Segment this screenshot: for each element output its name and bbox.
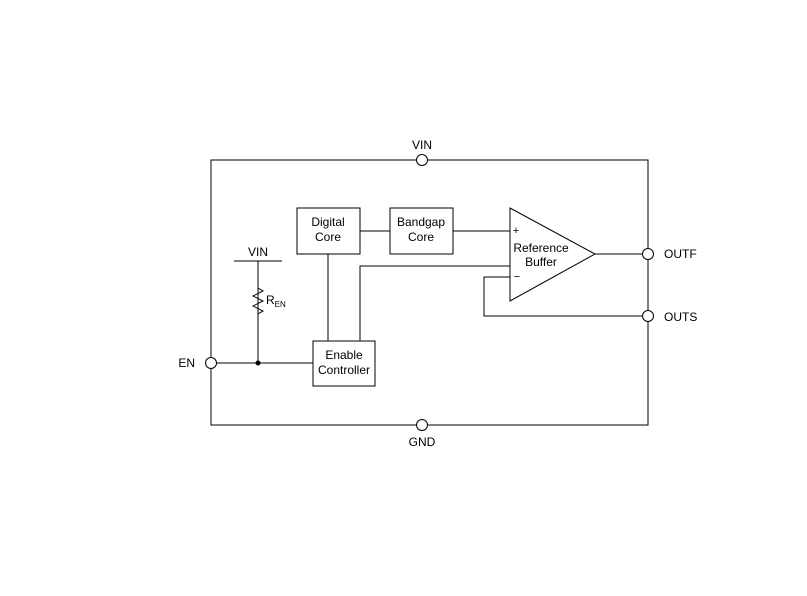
pin-outf <box>642 248 654 260</box>
pin-gnd <box>416 419 428 431</box>
pin-gnd-label: GND <box>409 435 436 449</box>
pin-outs-label: OUTS <box>664 310 697 324</box>
non-inverting-input-sign: + <box>513 225 519 237</box>
digital-core-block: Digital Core <box>296 207 361 255</box>
inverting-input-sign: − <box>514 271 520 283</box>
pin-outf-label: OUTF <box>664 247 697 261</box>
pin-outs <box>642 310 654 322</box>
enable-controller-block: Enable Controller <box>312 340 376 387</box>
pin-vin-label: VIN <box>412 138 432 152</box>
enable-controller-label-2: Controller <box>318 363 370 377</box>
bandgap-core-block: Bandgap Core <box>389 207 454 255</box>
digital-core-label-1: Digital <box>311 215 344 229</box>
pin-en-label: EN <box>178 356 195 370</box>
reference-buffer-amplifier: Reference Buffer + − <box>509 207 597 302</box>
digital-core-label-2: Core <box>315 230 341 244</box>
pin-en <box>205 357 217 369</box>
bandgap-core-label-1: Bandgap <box>397 215 445 229</box>
junction-dot <box>255 360 261 366</box>
reference-buffer-label-1: Reference <box>513 241 569 255</box>
device-outline <box>210 159 649 426</box>
internal-wiring <box>211 230 648 364</box>
resistor-vin-label: VIN <box>248 245 268 259</box>
resistor-ren: VIN REN <box>234 245 286 366</box>
resistor-name-label: REN <box>266 293 286 309</box>
reference-buffer-label-2: Buffer <box>525 255 557 269</box>
pin-vin <box>416 154 428 166</box>
enable-controller-label-1: Enable <box>325 348 363 362</box>
bandgap-core-label-2: Core <box>408 230 434 244</box>
resistor-symbol <box>251 287 265 315</box>
